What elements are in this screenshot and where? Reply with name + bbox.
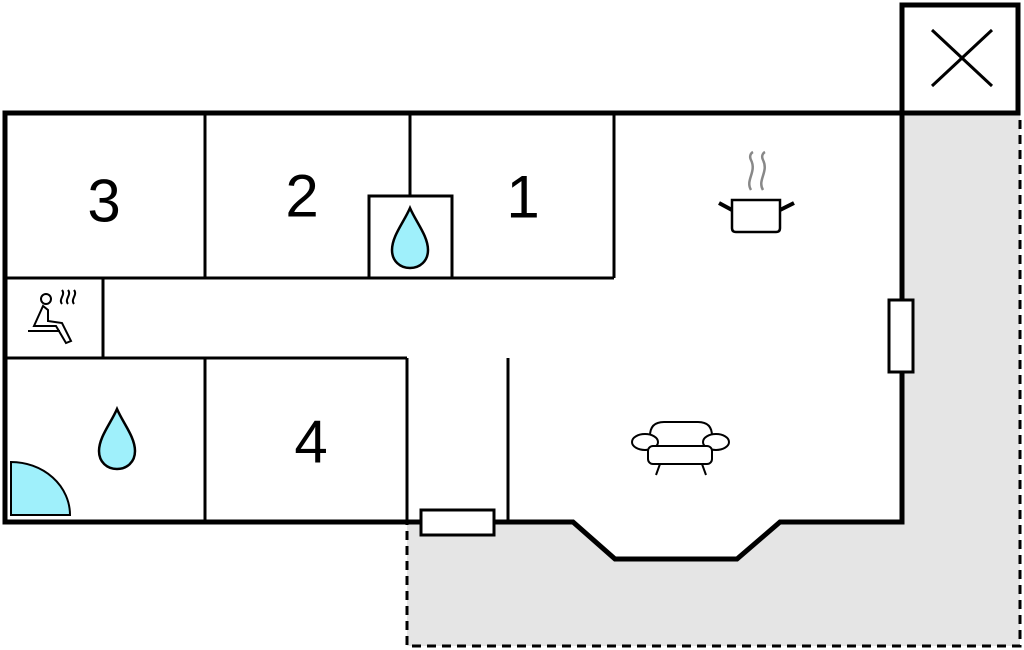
- close-x-icon: [899, 2, 1021, 116]
- outer-wall: [2, 110, 905, 562]
- room-label-2: 2: [285, 163, 318, 230]
- cooking-pot-icon: [718, 150, 795, 234]
- interior-walls: [5, 113, 616, 522]
- shower-quarter-icon: [10, 460, 72, 516]
- water-drop-icon: [97, 405, 137, 471]
- terrace-area: [407, 113, 1020, 646]
- sauna-icon: [28, 289, 77, 345]
- water-drop-icon: [390, 204, 430, 270]
- room-label-1: 1: [506, 164, 539, 231]
- window-south: [419, 508, 496, 537]
- window-east: [887, 298, 915, 374]
- terrace-dashed-border: [405, 120, 1022, 648]
- sofa-icon: [631, 421, 730, 476]
- room-label-4: 4: [294, 409, 327, 476]
- room-label-3: 3: [87, 168, 120, 235]
